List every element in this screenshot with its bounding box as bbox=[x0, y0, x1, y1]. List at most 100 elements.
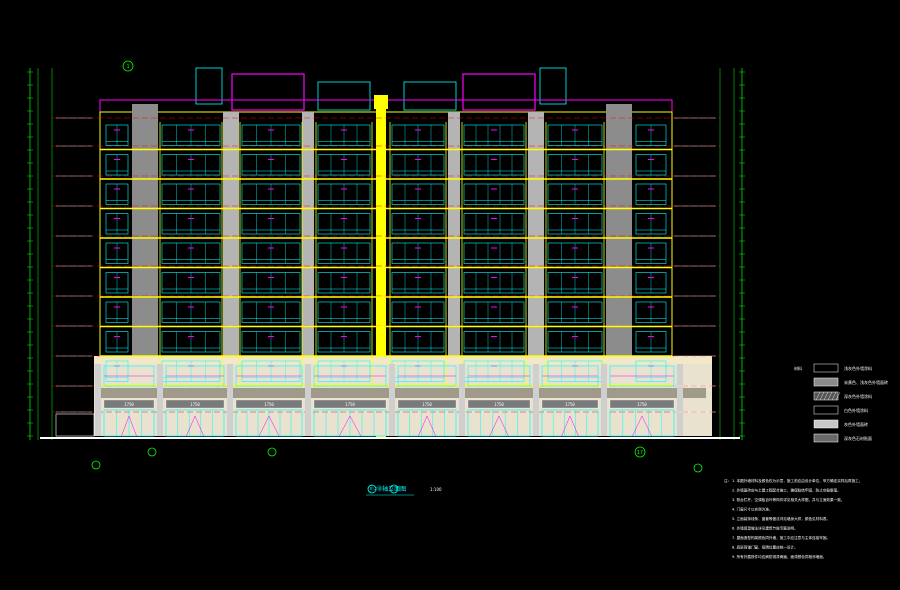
window-frame bbox=[463, 301, 525, 323]
legend-swatch-solid-dark bbox=[813, 363, 839, 373]
podium-pier bbox=[677, 364, 683, 436]
general-notes: 注： 1. 本图外墙材料及颜色仅为示意，施工前应由设计单位、甲方确定实样后再施工… bbox=[724, 478, 862, 559]
axis-label-right: 17 bbox=[637, 450, 643, 456]
legend-swatch-dark-grey bbox=[813, 433, 839, 443]
door-swing bbox=[418, 415, 428, 437]
axis-marker-bottom-1 bbox=[91, 460, 101, 470]
legend-item-label: 深灰色石材贴面 bbox=[844, 435, 872, 441]
note-line-1: 1. 本图外墙材料及颜色仅为示意，施工前应由设计单位、甲方确定实样后再施工。 bbox=[732, 478, 862, 483]
drawing-title: ⑪-⑱轴立面图 bbox=[368, 485, 406, 493]
podium-pier bbox=[389, 364, 395, 436]
shop-sign-text: 1750 bbox=[637, 402, 647, 407]
door-swing bbox=[194, 415, 204, 437]
axis-marker-left: 1 bbox=[122, 60, 134, 72]
material-legend: 材料 浅灰色外墙涂料米黄色、浅灰色外墙面砖深灰色外墙涂料白色外墙涂料灰色外墙面砖… bbox=[794, 363, 888, 443]
podium-pier bbox=[601, 364, 607, 436]
legend-swatch-light bbox=[813, 419, 839, 429]
legend-item-label: 深灰色外墙涂料 bbox=[844, 393, 872, 399]
roof-tower-right-2 bbox=[539, 67, 567, 105]
shop-sign-panel bbox=[235, 399, 303, 409]
axis-marker-right: 17 bbox=[634, 446, 646, 458]
shop-sign-panel bbox=[103, 399, 155, 409]
drawing-title-block: ⑪-⑱轴立面图 1:100 bbox=[366, 484, 442, 496]
podium-band-top bbox=[94, 356, 712, 364]
door-swing bbox=[186, 415, 196, 437]
left-end-bay bbox=[132, 104, 158, 358]
podium-pier bbox=[95, 364, 101, 436]
shop-sign-text: 1750 bbox=[264, 402, 274, 407]
roof-crown-center bbox=[374, 95, 388, 109]
door-swing bbox=[258, 415, 270, 437]
door-swing bbox=[569, 415, 579, 437]
note-line-2: 2. 外墙面砖应与土建工程配合施工，确保粘结牢固，防止空鼓脱落。 bbox=[732, 488, 841, 493]
legend-hatch-line bbox=[827, 391, 833, 401]
note-line-8: 8. 底层商铺门窗、招牌位置应统一设计。 bbox=[732, 545, 798, 550]
window-frame bbox=[463, 242, 525, 264]
podium-pier bbox=[459, 364, 465, 436]
window-frame bbox=[463, 331, 525, 353]
shop-sign-panel bbox=[313, 399, 387, 409]
drawing-scale: 1:100 bbox=[430, 487, 442, 492]
legend-hatch-line bbox=[823, 391, 829, 401]
door-swing bbox=[489, 415, 500, 437]
left-annex bbox=[55, 413, 95, 437]
shop-sign-panel bbox=[541, 399, 599, 409]
storefront-glazing bbox=[609, 409, 675, 437]
ground-line bbox=[40, 437, 740, 439]
door-swing bbox=[426, 415, 436, 437]
note-line-3: 3. 阳台栏杆、空调板百叶等构件详见相关大样图，并与立面效果一致。 bbox=[732, 497, 844, 502]
storefront-glazing bbox=[397, 409, 457, 437]
door-swing bbox=[561, 415, 571, 437]
roof-tower-right bbox=[462, 73, 536, 111]
legend-hatch-line bbox=[819, 391, 825, 401]
roof-tower-left bbox=[195, 67, 223, 105]
door-swing bbox=[498, 415, 509, 437]
storefront-glazing bbox=[165, 409, 225, 437]
podium-pier bbox=[227, 364, 233, 436]
shop-sign-panel bbox=[609, 399, 675, 409]
shop-sign-text: 1750 bbox=[565, 402, 575, 407]
shop-sign-panel bbox=[397, 399, 457, 409]
window-frame bbox=[463, 272, 525, 294]
storefront-glazing bbox=[467, 409, 531, 437]
shop-sign-panel bbox=[467, 399, 531, 409]
door-swing bbox=[128, 415, 137, 437]
note-line-4: 4. 门窗尺寸以实测为准。 bbox=[732, 507, 773, 512]
podium-pier bbox=[305, 364, 311, 436]
door-swing bbox=[349, 415, 362, 437]
legend-item-label: 白色外墙涂料 bbox=[844, 407, 868, 413]
shop-sign-text: 1750 bbox=[494, 402, 504, 407]
note-line-5: 5. 立面装饰线条、窗套等做法详见墙身大样，颜色见材料表。 bbox=[732, 516, 830, 521]
shop-sign-text: 1750 bbox=[345, 402, 355, 407]
dimension-ticks bbox=[27, 71, 745, 437]
shop-sign-text: 1750 bbox=[422, 402, 432, 407]
roof-box-center-right bbox=[403, 81, 457, 111]
legend-hatch-line bbox=[831, 391, 837, 401]
window-frame bbox=[463, 124, 525, 146]
window-frame bbox=[463, 154, 525, 176]
roof-tower-left-2 bbox=[231, 73, 305, 111]
legend-hatch-line bbox=[835, 391, 841, 401]
right-end-bay bbox=[606, 104, 632, 358]
axis-marker-bottom-3 bbox=[267, 447, 277, 457]
legend-swatch-outline bbox=[813, 405, 839, 415]
legend-hatch-line bbox=[815, 391, 821, 401]
window-frame bbox=[463, 183, 525, 205]
door-swing bbox=[632, 415, 643, 437]
axis-label-left: 1 bbox=[126, 64, 129, 70]
legend-item-label: 米黄色、浅灰色外墙面砖 bbox=[844, 379, 888, 385]
level-lines bbox=[52, 117, 720, 413]
note-line-7: 7. 屋面造型构架颜色同外墙，施工中应注意与主体连接牢固。 bbox=[732, 535, 830, 540]
legend-swatch-grey bbox=[813, 377, 839, 387]
shop-sign-text: 1750 bbox=[190, 402, 200, 407]
note-line-6: 6. 外墙保温做法详见建筑节能专篇说明。 bbox=[732, 526, 798, 531]
door-swing bbox=[268, 415, 280, 437]
residential-floors bbox=[100, 122, 672, 388]
roof-box-center-left bbox=[317, 81, 371, 111]
legend-item-label: 灰色外墙面砖 bbox=[844, 421, 868, 427]
axis-marker-bottom-4 bbox=[693, 463, 703, 473]
storefront-glazing bbox=[541, 409, 599, 437]
